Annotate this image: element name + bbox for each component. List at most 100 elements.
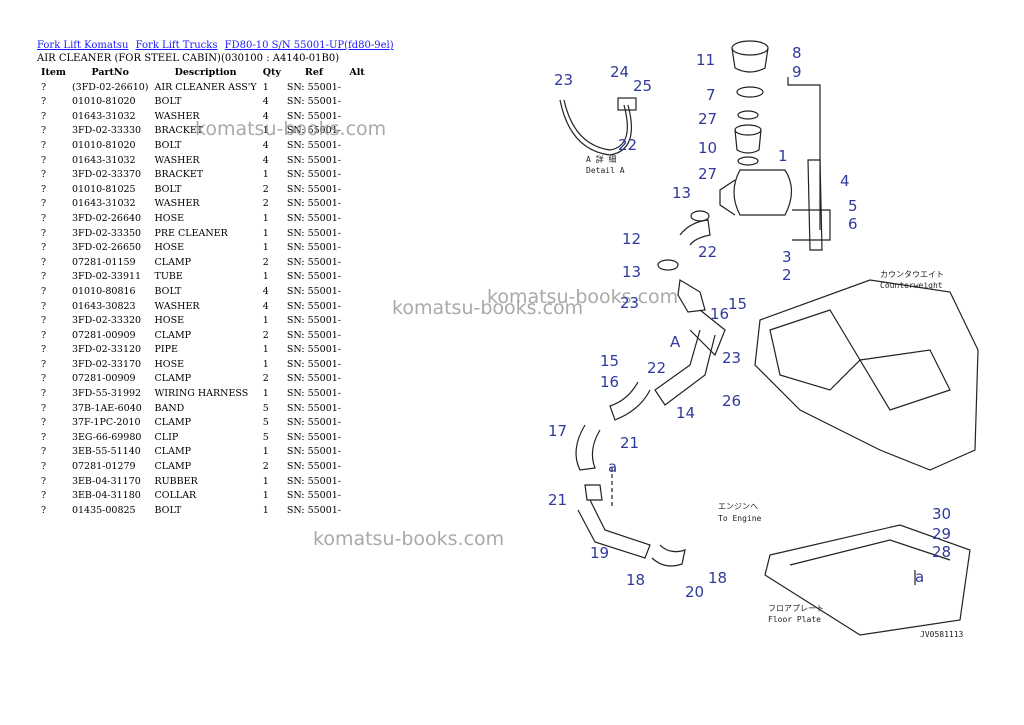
breadcrumb-link-fork-lift-komatsu[interactable]: Fork Lift Komatsu xyxy=(37,40,129,51)
callout-label: 27 xyxy=(698,165,717,183)
cell-qty: 2 xyxy=(262,461,269,473)
cell-qty: 4 xyxy=(262,154,269,166)
cell-alt xyxy=(344,329,370,344)
cell-item: ? xyxy=(41,446,47,458)
cell-qty: 1 xyxy=(262,125,269,137)
cell-description: HOSE xyxy=(154,242,185,254)
cell-description: CLAMP xyxy=(154,446,192,458)
callout-label: 21 xyxy=(620,434,639,452)
cell-item: ? xyxy=(41,198,47,210)
cell-qty: 5 xyxy=(262,417,269,429)
cell-ref: SN: 55001- xyxy=(286,110,342,122)
cell-item: ? xyxy=(41,227,47,239)
cell-item: ? xyxy=(41,358,47,370)
cell-alt xyxy=(344,300,370,315)
cell-description: TUBE xyxy=(154,271,183,283)
callout-label: 27 xyxy=(698,110,717,128)
cell-item: ? xyxy=(41,504,47,516)
cell-qty: 1 xyxy=(262,388,269,400)
air-cleaner-body-drawing xyxy=(733,169,793,216)
cell-qty: 1 xyxy=(262,446,269,458)
cell-description: AIR CLEANER ASS'Y xyxy=(154,81,257,93)
breadcrumb-link-fork-lift-trucks[interactable]: Fork Lift Trucks xyxy=(135,40,218,51)
cell-alt xyxy=(344,139,370,154)
cell-ref: SN: 55001- xyxy=(286,344,342,356)
cell-partno: 01643-31032 xyxy=(71,198,136,210)
cell-alt xyxy=(344,314,370,329)
callout-label: 4 xyxy=(840,172,850,190)
cell-description: WASHER xyxy=(154,154,200,166)
watermark: komatsu-books.com xyxy=(487,286,679,308)
cell-alt xyxy=(344,241,370,256)
callout-label: 29 xyxy=(932,525,951,543)
cell-ref: SN: 55001- xyxy=(286,300,342,312)
cell-partno: 3FD-02-33370 xyxy=(71,169,142,181)
cell-item: ? xyxy=(41,125,47,137)
col-header-ref: Ref xyxy=(304,67,323,78)
cell-ref: SN: 55001- xyxy=(286,139,342,151)
cell-alt xyxy=(344,475,370,490)
cell-item: ? xyxy=(41,110,47,122)
cell-alt xyxy=(344,489,370,504)
cell-description: CLAMP xyxy=(154,373,192,385)
cell-alt xyxy=(344,227,370,242)
cell-item: ? xyxy=(41,315,47,327)
cell-item: ? xyxy=(41,271,47,283)
cell-partno: 37B-1AE-6040 xyxy=(71,402,142,414)
cell-item: ? xyxy=(41,417,47,429)
cell-ref: SN: 55001- xyxy=(286,169,342,181)
cell-partno: 01643-31032 xyxy=(71,110,136,122)
floor-plate-drawing xyxy=(764,524,971,636)
cell-item: ? xyxy=(41,81,47,93)
cell-item: ? xyxy=(41,373,47,385)
callout-label: 18 xyxy=(708,569,727,587)
cell-ref: SN: 55001- xyxy=(286,227,342,239)
cell-item: ? xyxy=(41,490,47,502)
cell-qty: 1 xyxy=(262,315,269,327)
cell-qty: 1 xyxy=(262,212,269,224)
cell-ref: SN: 55001- xyxy=(286,285,342,297)
cell-ref: SN: 55001- xyxy=(286,242,342,254)
cell-partno: 07281-00909 xyxy=(71,373,136,385)
cell-alt xyxy=(344,343,370,358)
cell-alt xyxy=(344,358,370,373)
cell-qty: 1 xyxy=(262,344,269,356)
callout-label: 8 xyxy=(792,44,802,62)
cell-qty: 1 xyxy=(262,169,269,181)
cell-qty: 2 xyxy=(262,183,269,195)
cell-description: BRACKET xyxy=(154,125,204,137)
cell-qty: 1 xyxy=(262,358,269,370)
callout-label: 22 xyxy=(647,359,666,377)
cell-partno: 01010-81025 xyxy=(71,183,136,195)
cell-qty: 1 xyxy=(262,242,269,254)
cell-qty: 5 xyxy=(262,431,269,443)
cell-partno: 3EB-04-31180 xyxy=(71,490,141,502)
cell-partno: 3EB-04-31170 xyxy=(71,475,141,487)
bracket-drawing xyxy=(807,159,823,251)
cell-qty: 1 xyxy=(262,271,269,283)
cell-qty: 4 xyxy=(262,300,269,312)
cell-ref: SN: 55001- xyxy=(286,125,342,137)
cell-item: ? xyxy=(41,139,47,151)
parts-diagram: 11 8 9 7 27 10 27 1 4 13 5 6 12 22 13 3 … xyxy=(548,40,979,639)
cell-description: WASHER xyxy=(154,110,200,122)
cell-alt xyxy=(344,183,370,198)
breadcrumb-link-model[interactable]: FD80-10 S/N 55001-UP(fd80-9el) xyxy=(224,40,394,51)
cell-description: COLLAR xyxy=(154,490,197,502)
detail-label-jp: A 詳 細 xyxy=(586,154,616,164)
callout-label: 26 xyxy=(722,392,741,410)
cell-partno: 3EG-66-69980 xyxy=(71,431,142,443)
callout-label: 17 xyxy=(548,422,567,440)
callout-label: 16 xyxy=(600,373,619,391)
cap-drawing xyxy=(731,40,769,56)
cell-alt xyxy=(344,212,370,227)
